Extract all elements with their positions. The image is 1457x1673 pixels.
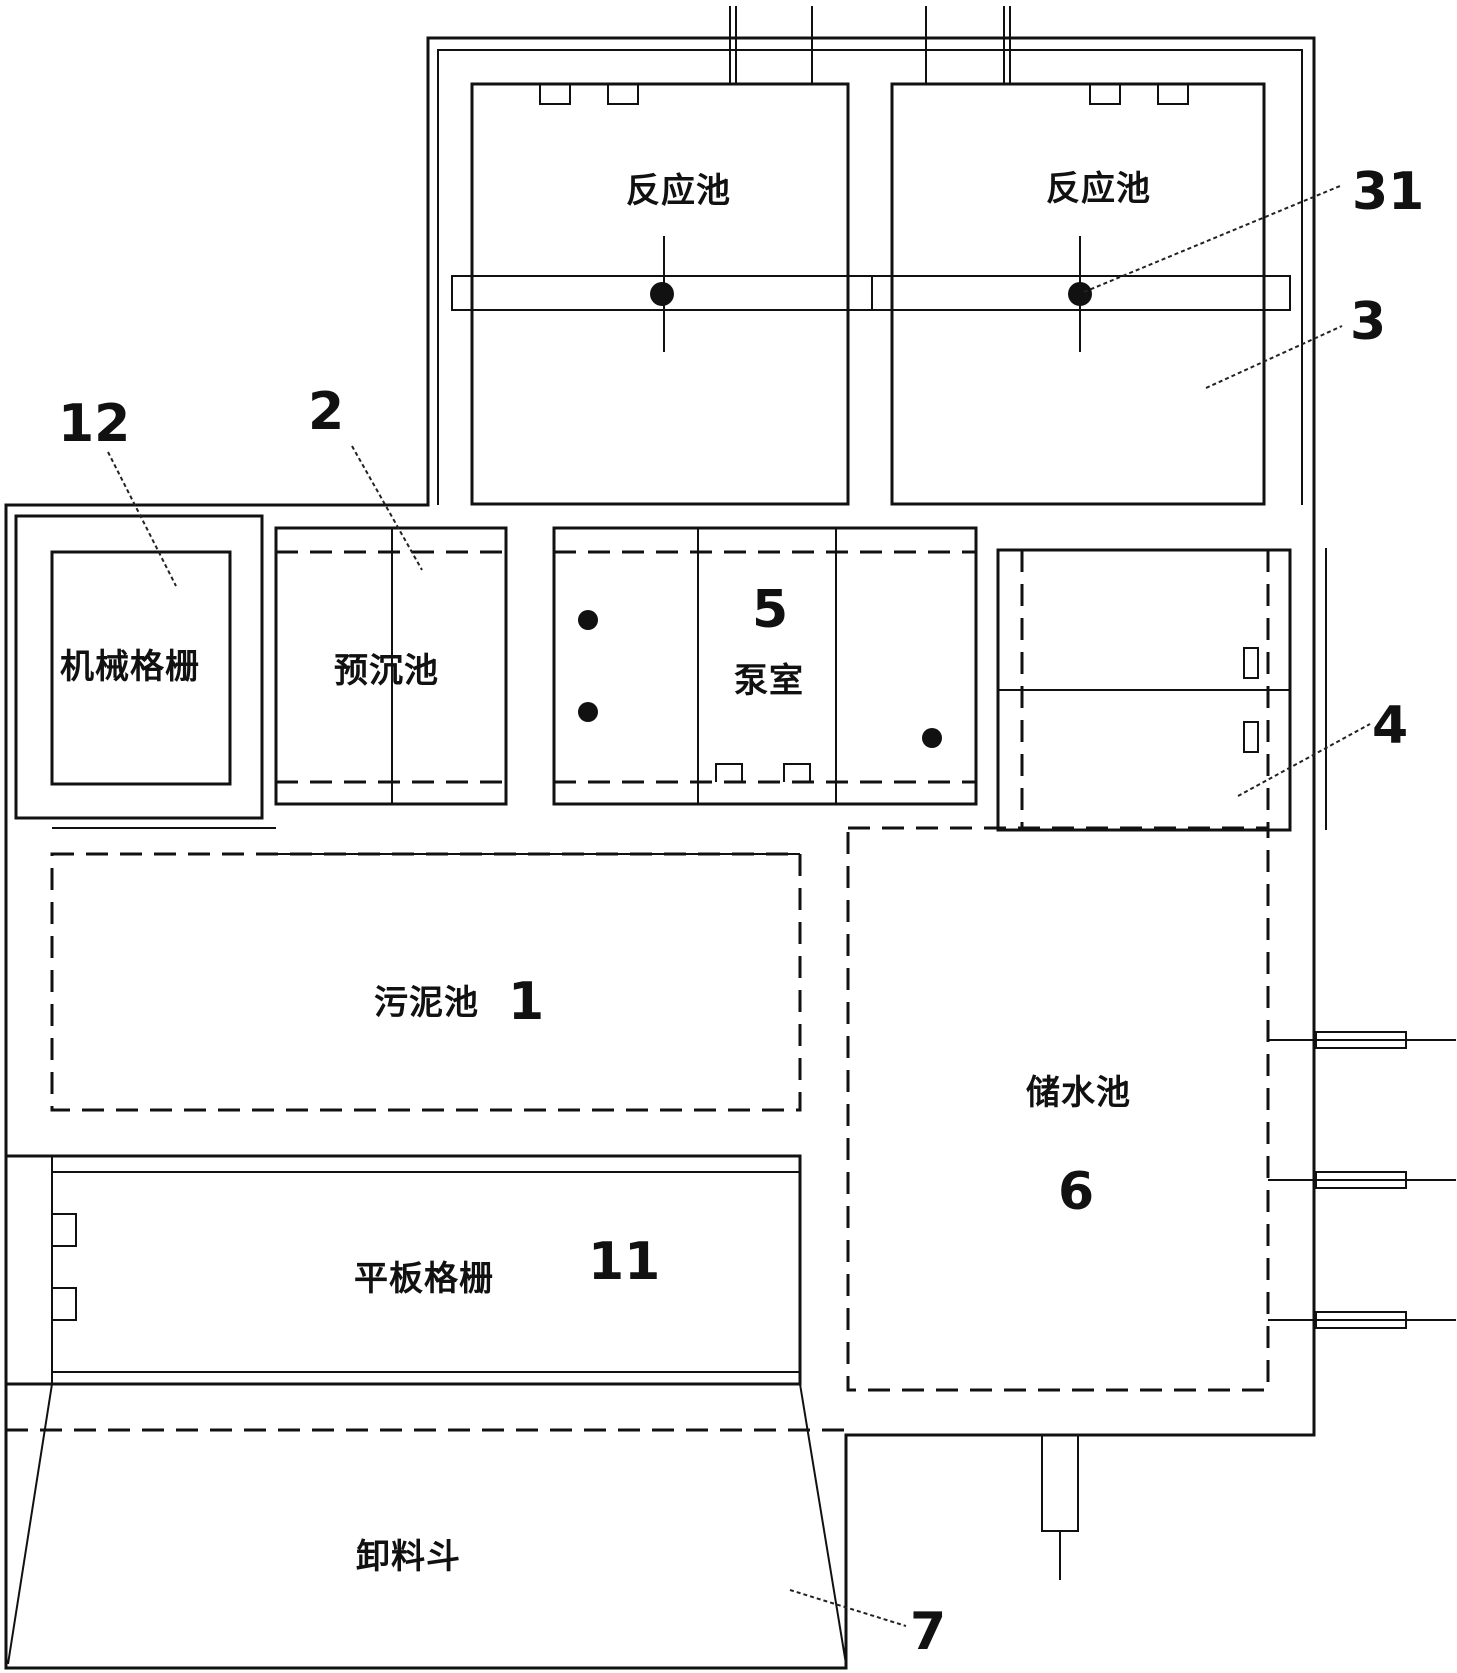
pump-room: [552, 526, 978, 806]
mixer-right-icon: [1068, 282, 1092, 306]
mechanical-grille-outer: [14, 514, 264, 820]
mechanical-grille-inner: [50, 550, 232, 786]
reaction-tank-right-label: 反应池: [1046, 169, 1151, 209]
reaction-tank-left: [470, 82, 850, 506]
reaction-tank-left-label: 反应池: [626, 171, 731, 211]
pre-sedimentation-tank-label: 预沉池: [334, 651, 439, 691]
flat-plate-grille: [4, 1154, 802, 1386]
ref-number-31: 31: [1352, 162, 1425, 222]
ref-number-1: 1: [508, 972, 545, 1032]
sludge-tank: [50, 852, 802, 1112]
water-storage-tank: [846, 826, 1270, 1392]
pump-icon-3: [922, 728, 942, 748]
ref-number-7: 7: [910, 1602, 947, 1662]
inner-wall-upper: [437, 49, 1303, 505]
outlet-pipe: [1041, 1434, 1079, 1532]
mixer-left-icon: [650, 282, 674, 306]
reaction-tank-right: [890, 82, 1266, 506]
ref-number-11: 11: [588, 1232, 661, 1292]
mechanical-grille-label: 机械格栅: [60, 647, 200, 687]
ref-number-3: 3: [1350, 292, 1387, 352]
ref-number-4: 4: [1372, 696, 1409, 756]
ref-number-12: 12: [58, 394, 131, 454]
water-storage-tank-label: 储水池: [1026, 1073, 1131, 1113]
pump-icon-1: [578, 610, 598, 630]
flat-plate-grille-label: 平板格栅: [354, 1259, 494, 1299]
ref-number-6: 6: [1058, 1162, 1095, 1222]
pump-icon-2: [578, 702, 598, 722]
discharge-hopper: [7, 1383, 847, 1665]
pump-room-label: 泵室: [734, 661, 804, 701]
ref-number-5: 5: [752, 580, 789, 640]
outer-wall: [4, 36, 1316, 1670]
discharge-hopper-label: 卸料斗: [356, 1537, 461, 1577]
ref-number-2: 2: [308, 382, 345, 442]
sludge-tank-label: 污泥池: [374, 983, 479, 1023]
